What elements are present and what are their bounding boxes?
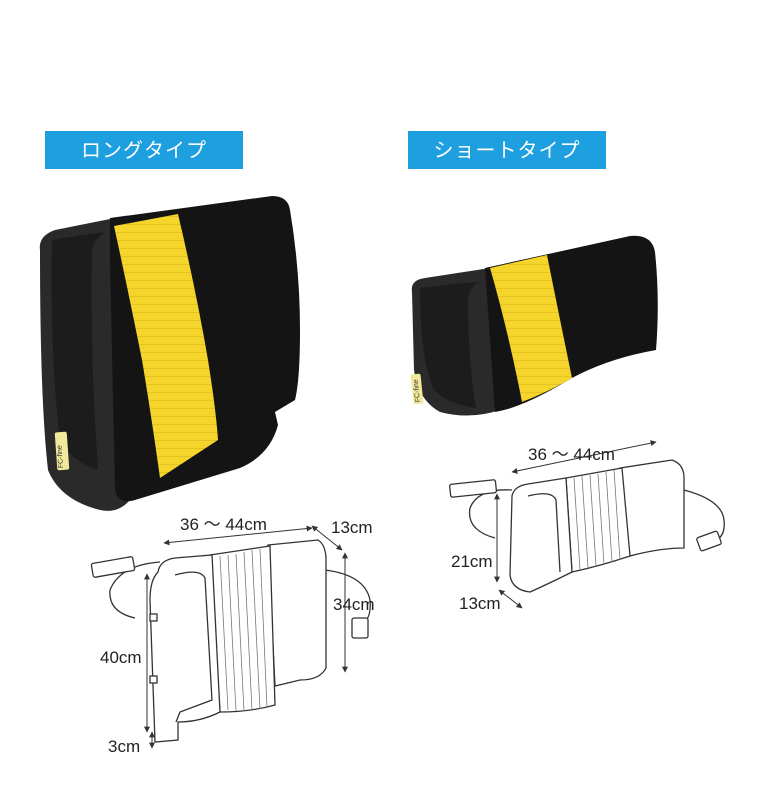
short-dim-width: 36 ～ 44cm <box>528 445 615 464</box>
short-strap-left <box>468 489 513 539</box>
long-buckle-left <box>90 556 136 578</box>
long-cushion-side-edge <box>51 232 105 470</box>
short-front-left-inner <box>527 493 561 573</box>
long-cushion: FC-fine <box>39 196 300 511</box>
short-belt-drawing <box>565 467 631 573</box>
long-back-right <box>267 539 327 687</box>
long-cushion-tag: FC-fine <box>54 431 70 471</box>
long-strap-left <box>109 561 161 619</box>
long-dimension-lines <box>144 525 348 749</box>
short-dim-depth: 13cm <box>459 594 501 613</box>
short-cushion-belt <box>490 255 572 402</box>
long-buckle-right <box>351 617 369 639</box>
short-buckle-left <box>449 479 498 498</box>
long-dim-inner-height: 34cm <box>333 595 375 614</box>
long-cushion-belt <box>114 214 218 478</box>
long-hole-bottom <box>149 675 158 684</box>
long-front-left <box>149 554 221 743</box>
short-front-left <box>509 477 573 593</box>
short-cushion-tag: FC-fine <box>410 373 424 405</box>
long-hole-top <box>149 613 158 622</box>
long-tag-label: FC-fine <box>56 445 65 468</box>
short-line-drawing <box>449 459 725 593</box>
short-belt-stripes <box>573 469 621 571</box>
long-dim-depth: 13cm <box>331 518 373 537</box>
long-type-badge: ロングタイプ <box>45 131 243 169</box>
short-back-right <box>619 459 685 557</box>
short-cushion-side-edge <box>420 282 478 408</box>
short-cushion: FC-fine <box>410 235 658 416</box>
long-line-drawing <box>90 539 371 743</box>
short-tag-label: FC-fine <box>413 379 422 403</box>
long-front-left-inner <box>174 571 213 723</box>
short-type-badge: ショートタイプ <box>408 131 606 169</box>
long-dim-width: 36 ～ 44cm <box>180 515 267 534</box>
short-dim-height: 21cm <box>451 552 493 571</box>
short-dimension-lines <box>494 440 657 609</box>
long-belt-stripes <box>219 548 268 712</box>
long-dim-bottom: 3cm <box>108 737 140 756</box>
short-buckle-right <box>696 530 722 552</box>
long-dim-height: 40cm <box>100 648 142 667</box>
